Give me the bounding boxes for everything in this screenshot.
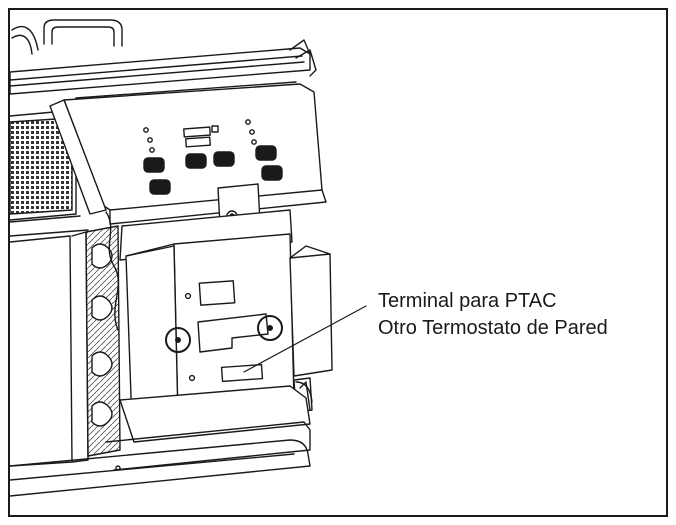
coil — [85, 211, 121, 457]
control-box — [119, 209, 295, 425]
display-icon — [183, 126, 211, 138]
relay-housing — [289, 245, 333, 413]
ptac-unit-drawing — [10, 19, 367, 497]
control-panel — [49, 81, 327, 227]
terminal-markers — [165, 315, 283, 353]
terminal-callout: Terminal para PTAC Otro Termostato de Pa… — [378, 288, 608, 342]
base-tray — [10, 381, 313, 497]
callout-line-2: Otro Termostato de Pared — [378, 317, 608, 339]
control-buttons — [143, 145, 283, 195]
callout-line-1: Terminal para PTAC — [378, 290, 557, 312]
power-cord — [11, 25, 39, 55]
top-handle — [43, 19, 123, 47]
top-rail — [10, 39, 317, 95]
callout-leader — [243, 305, 367, 373]
cabinet-side — [10, 231, 89, 467]
diagram-frame: Terminal para PTAC Otro Termostato de Pa… — [8, 8, 668, 517]
